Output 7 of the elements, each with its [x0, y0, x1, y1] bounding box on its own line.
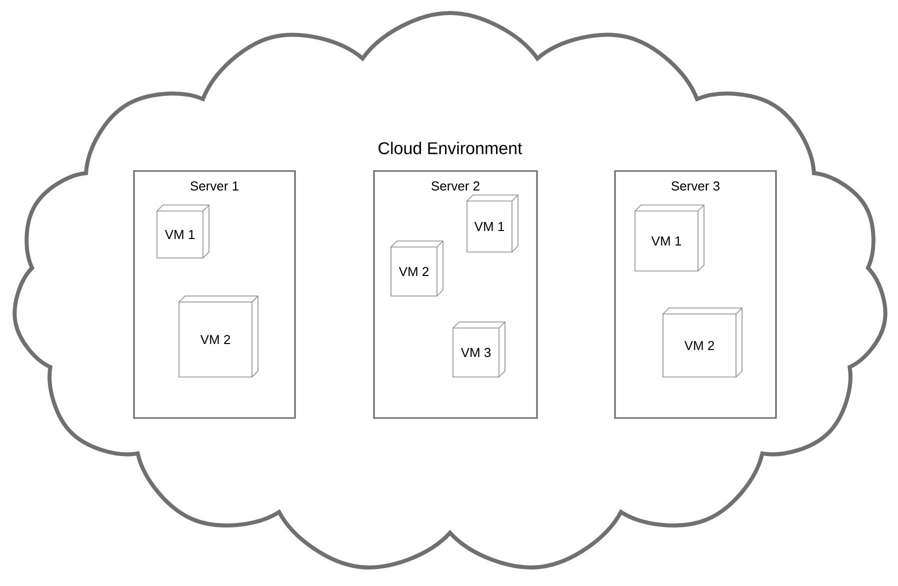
vm-cube: VM 2	[390, 240, 444, 296]
vm-cube: VM 1	[466, 194, 518, 252]
vm-cube: VM 1	[634, 204, 704, 272]
vm-cube: VM 2	[662, 308, 742, 378]
vm-cube: VM 3	[452, 322, 506, 378]
vm-cube: VM 2	[178, 296, 258, 378]
vm-cube: VM 1	[156, 204, 210, 258]
